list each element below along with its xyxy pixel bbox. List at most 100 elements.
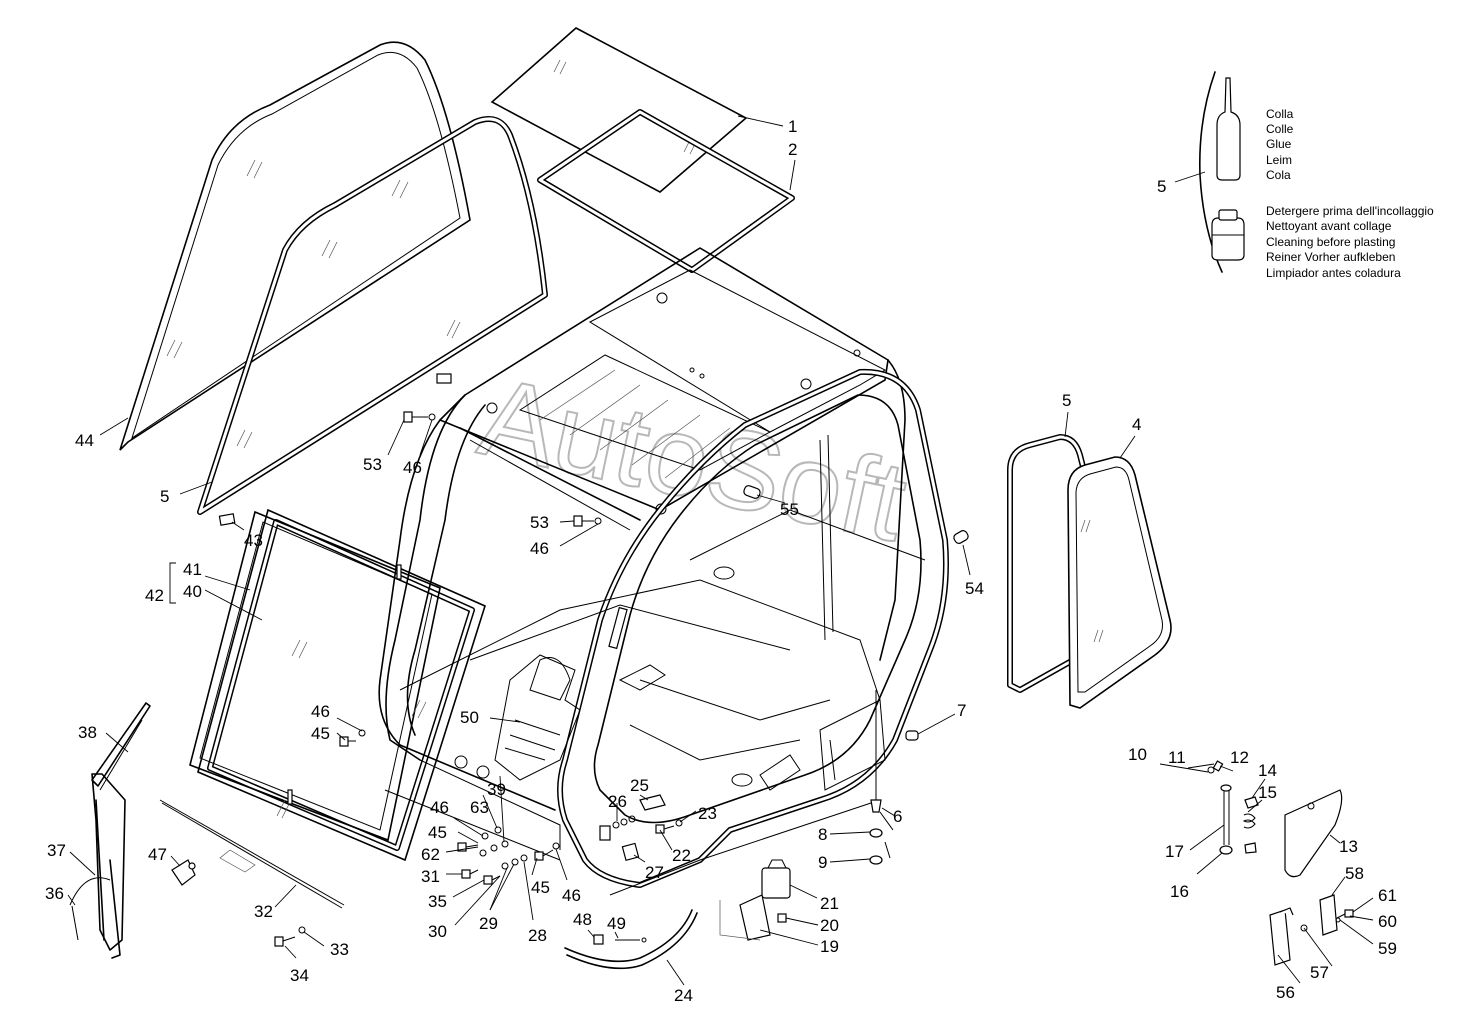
callout-61: 61 [1378, 886, 1397, 905]
plug-7 [905, 730, 919, 741]
callout-48: 48 [573, 910, 592, 929]
callout-20: 20 [820, 916, 839, 935]
callout-17: 17 [1165, 842, 1184, 861]
callout-28: 28 [528, 926, 547, 945]
callout-46-lower: 46 [562, 886, 581, 905]
left-side-glass [119, 41, 471, 451]
right-side-glass [1067, 456, 1172, 709]
callout-54: 54 [965, 579, 984, 598]
callout-8: 8 [818, 825, 827, 844]
cleaner-text-es: Limpiador antes coladura [1266, 266, 1401, 280]
callout-50: 50 [460, 708, 479, 727]
cleaner-text-en: Cleaning before plasting [1266, 235, 1395, 249]
callout-19: 19 [820, 937, 839, 956]
callout-45-cluster: 45 [428, 823, 447, 842]
roof-seal [537, 109, 795, 273]
callout-53-top: 53 [363, 455, 382, 474]
callout-47: 47 [148, 845, 167, 864]
glue-text-es: Cola [1266, 168, 1291, 182]
cap-55 [743, 485, 761, 499]
callout-4: 4 [1132, 415, 1141, 434]
cab-frame [378, 247, 949, 896]
callout-5-left: 5 [160, 487, 169, 506]
callout-46-cluster: 46 [430, 798, 449, 817]
glue-text-en: Glue [1266, 137, 1292, 151]
callout-21: 21 [820, 894, 839, 913]
callout-53-mid: 53 [530, 513, 549, 532]
callout-38: 38 [78, 723, 97, 742]
rod-32 [159, 799, 345, 909]
callout-5-right: 5 [1062, 391, 1071, 410]
callout-32: 32 [254, 902, 273, 921]
glue-text-fr: Colle [1266, 122, 1294, 136]
leader-lines [67, 115, 1374, 986]
stud-6-8-9 [869, 690, 894, 865]
bolt-34 [274, 926, 306, 947]
callout-29: 29 [479, 914, 498, 933]
callout-41: 41 [183, 560, 202, 579]
cover-13 [1284, 789, 1343, 878]
knob-47 [171, 859, 196, 886]
callout-34: 34 [290, 966, 309, 985]
wiper-assembly [69, 702, 151, 959]
callout-56: 56 [1276, 983, 1295, 1002]
callout-42: 42 [145, 586, 164, 605]
callout-35: 35 [428, 892, 447, 911]
callout-57: 57 [1310, 963, 1329, 982]
callout-14: 14 [1258, 761, 1277, 780]
cleaner-text-it: Detergere prima dell'incollaggio [1266, 204, 1434, 218]
bracket-19-20 [719, 894, 787, 941]
glue-text-it: Colla [1266, 107, 1294, 121]
callout-15: 15 [1258, 783, 1277, 802]
callout-63: 63 [470, 798, 489, 817]
callout-25: 25 [630, 776, 649, 795]
callout-58: 58 [1345, 864, 1364, 883]
callout-39: 39 [487, 780, 506, 799]
detail-56-61 [1269, 894, 1354, 966]
callout-43: 43 [244, 531, 263, 550]
callout-45-door: 45 [311, 724, 330, 743]
callout-31: 31 [421, 867, 440, 886]
callout-24: 24 [674, 986, 693, 1005]
callout-1: 1 [788, 117, 797, 136]
cleaner-text-de: Reiner Vorher aufkleben [1266, 250, 1395, 264]
callout-45-lower: 45 [531, 878, 550, 897]
callout-33: 33 [330, 940, 349, 959]
left-side-seal [197, 116, 548, 515]
bolt-53-top [403, 411, 436, 423]
callout-2: 2 [788, 140, 797, 159]
callout-55: 55 [780, 500, 799, 519]
roof-glass [490, 27, 748, 193]
strap-24 [564, 909, 698, 970]
legend-ref: 5 [1157, 177, 1166, 196]
callout-37: 37 [47, 841, 66, 860]
callout-60: 60 [1378, 912, 1397, 931]
callout-46-top: 46 [403, 458, 422, 477]
callout-46-door: 46 [311, 702, 330, 721]
callout-27: 27 [645, 863, 664, 882]
washer-tank-21 [761, 859, 791, 899]
callout-49: 49 [607, 914, 626, 933]
glue-legend: 5 Colla Colle Glue Leim Cola Detergere p… [1157, 71, 1434, 280]
callout-36: 36 [45, 884, 64, 903]
bolt-45-door [339, 729, 366, 747]
callout-46-mid: 46 [530, 539, 549, 558]
callout-22: 22 [672, 846, 691, 865]
callout-12: 12 [1230, 748, 1249, 767]
callout-62: 62 [421, 845, 440, 864]
callout-9: 9 [818, 853, 827, 872]
cap-54 [953, 530, 969, 544]
cleaner-text-fr: Nettoyant avant collage [1266, 219, 1392, 233]
detail-10-17 [1207, 760, 1259, 855]
door-glass-frame [189, 508, 486, 862]
callout-13: 13 [1339, 837, 1358, 856]
callout-numbers: 1 2 44 5 53 46 43 41 40 42 53 46 55 5 4 … [45, 117, 1397, 1005]
callout-44: 44 [75, 431, 94, 450]
clip-43 [218, 373, 452, 526]
callout-23: 23 [698, 804, 717, 823]
callout-6: 6 [893, 807, 902, 826]
callout-59: 59 [1378, 939, 1397, 958]
callout-16: 16 [1170, 882, 1189, 901]
callout-30: 30 [428, 922, 447, 941]
